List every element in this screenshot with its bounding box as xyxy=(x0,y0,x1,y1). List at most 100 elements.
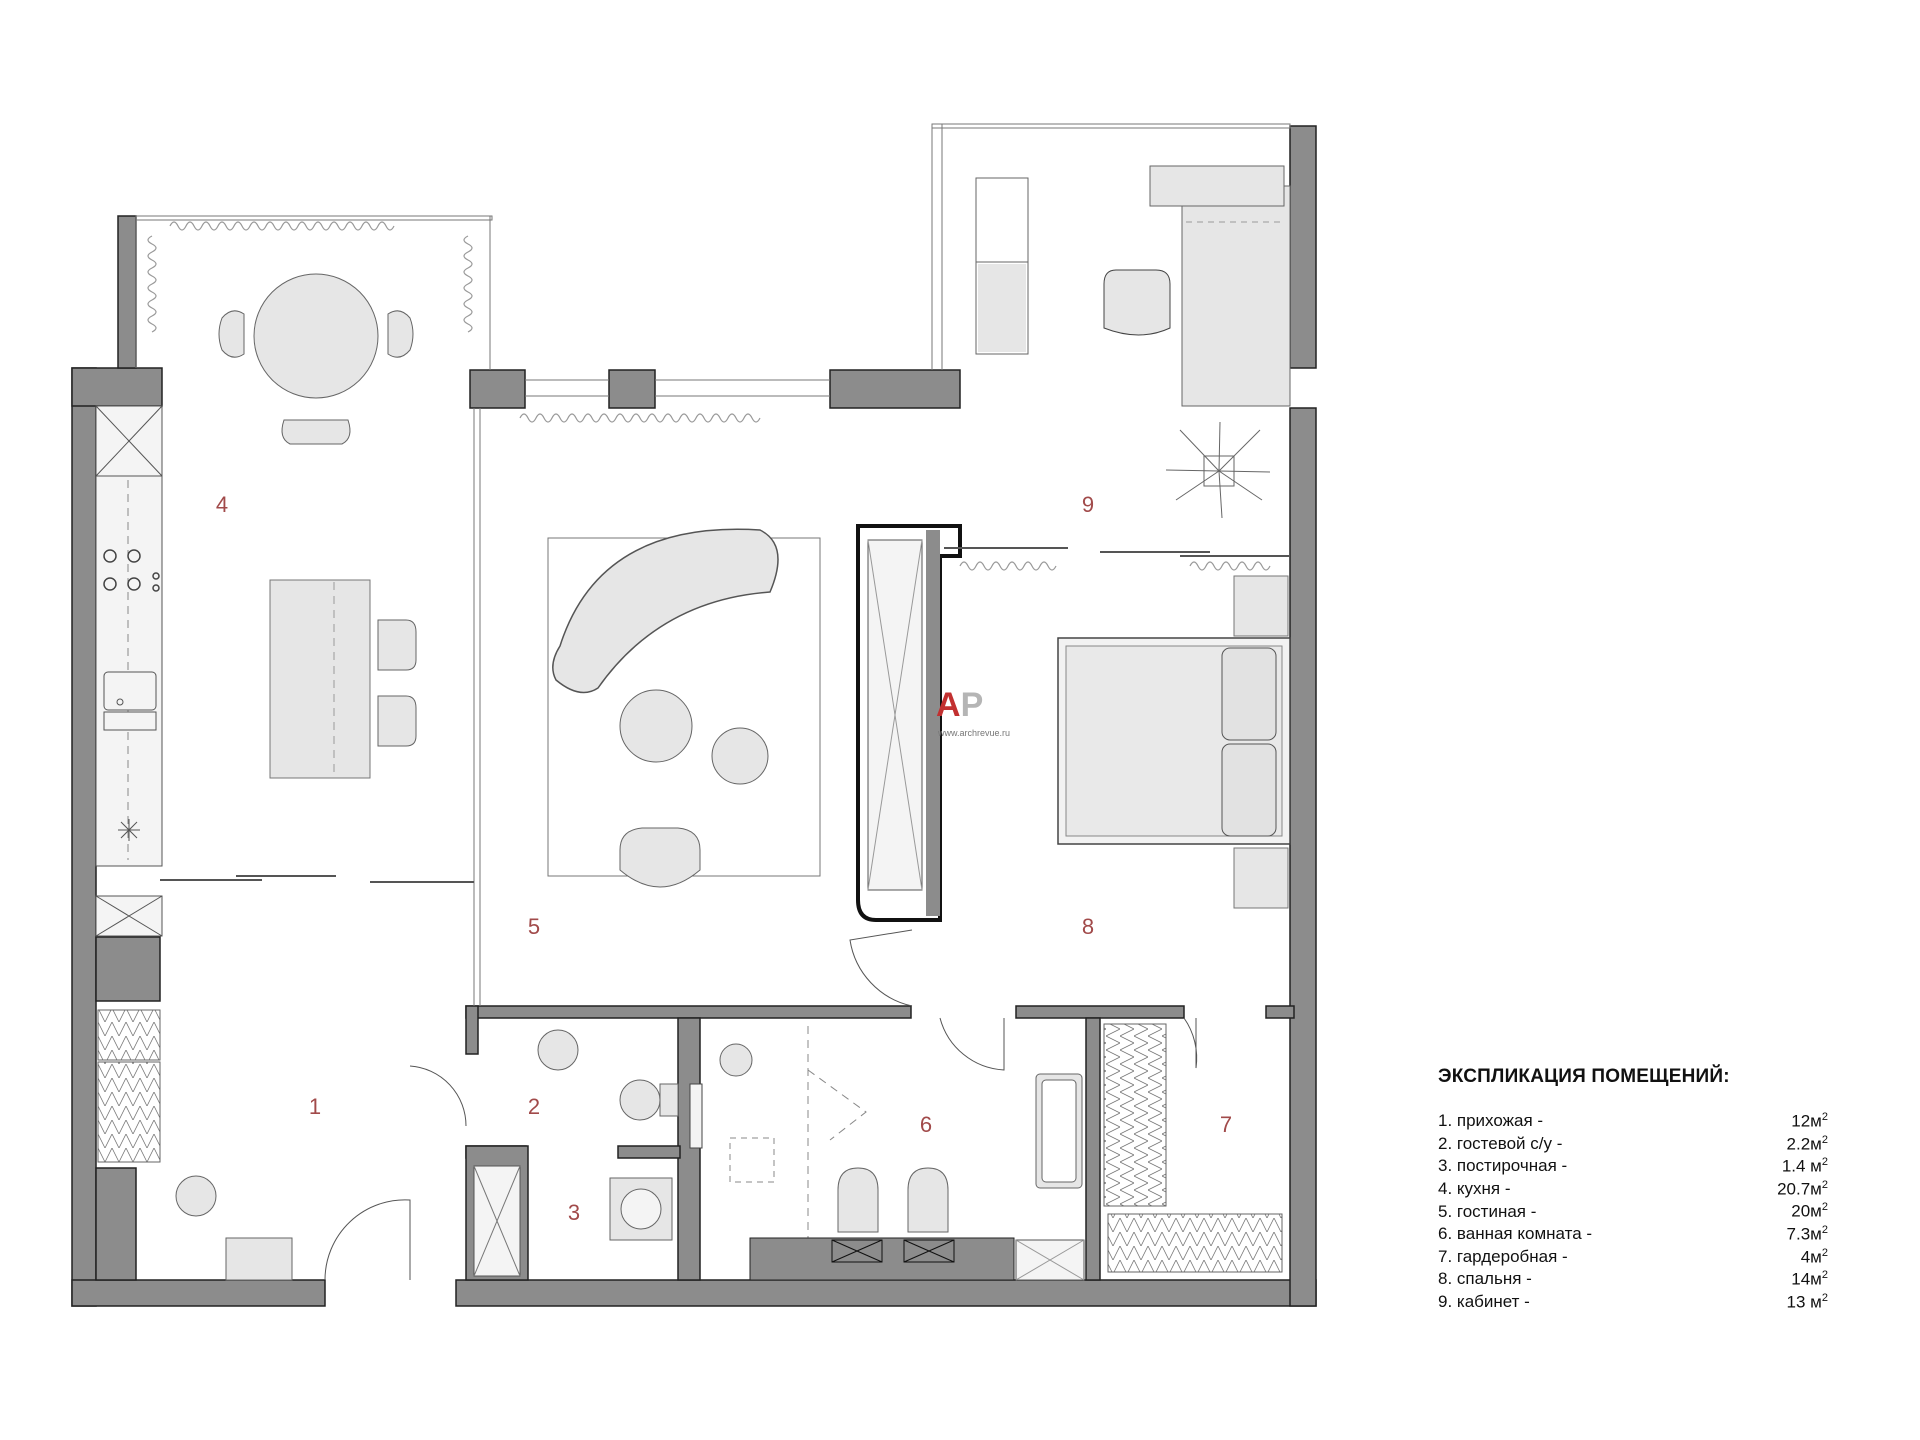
legend-area: 13 м2 xyxy=(1786,1291,1828,1312)
windows xyxy=(135,123,1291,1006)
room-number: 5 xyxy=(528,914,540,939)
wall-bath-right xyxy=(1085,1017,1101,1281)
curtains xyxy=(147,221,1271,571)
legend-row: 4. кухня - 20.7м2 xyxy=(1438,1178,1828,1201)
storage-unit xyxy=(849,524,962,1007)
wardrobe-rail xyxy=(1103,1023,1167,1207)
wall-left-top xyxy=(71,367,163,407)
pillow xyxy=(1221,743,1277,837)
bar-stool xyxy=(377,695,417,747)
wc-door xyxy=(409,1065,467,1127)
wc-laundry-fixtures xyxy=(473,1029,703,1277)
legend-area: 20м2 xyxy=(1791,1201,1828,1221)
wc-toilet xyxy=(619,1079,661,1121)
room-number: 3 xyxy=(568,1200,580,1225)
legend-row: 6. ванная комната - 7.3м2 xyxy=(1438,1223,1828,1246)
room-number: 4 xyxy=(216,492,228,517)
watermark-url: www.archrevue.ru xyxy=(938,728,1011,738)
wall-left xyxy=(71,367,97,1307)
office-chair xyxy=(1103,269,1171,336)
room-number: 6 xyxy=(920,1112,932,1137)
wall-wc-right xyxy=(677,1017,701,1281)
kitchen-counter xyxy=(95,405,163,867)
pouf xyxy=(175,1175,217,1217)
legend-area: 20.7м2 xyxy=(1777,1178,1828,1199)
wall-bottom-left xyxy=(71,1279,326,1307)
storage-door xyxy=(849,929,913,1007)
desk xyxy=(1181,185,1291,407)
dining-chair xyxy=(281,419,351,445)
cooktop-icon xyxy=(103,549,160,592)
room-number: 9 xyxy=(1082,492,1094,517)
legend-area: 2.2м2 xyxy=(1786,1133,1828,1154)
kitchen-furniture xyxy=(95,273,417,937)
kitchen-island xyxy=(269,579,371,779)
legend-label: 9. кабинет - xyxy=(1438,1292,1530,1312)
kitchen-sink xyxy=(103,671,157,711)
nightstand xyxy=(1233,575,1289,637)
legend-row: 1. прихожая - 12м2 xyxy=(1438,1110,1828,1133)
legend-label: 4. кухня - xyxy=(1438,1179,1511,1199)
legend-row: 8. спальня - 14м2 xyxy=(1438,1268,1828,1291)
logo-letter-p: P xyxy=(960,686,984,724)
bathroom-door xyxy=(939,1017,1005,1071)
legend-row: 3. постирочная - 1.4 м2 xyxy=(1438,1155,1828,1178)
legend-label: 6. ванная комната - xyxy=(1438,1224,1593,1244)
legend-area: 14м2 xyxy=(1791,1269,1828,1289)
legend-title: ЭКСПЛИКАЦИЯ ПОМЕЩЕНИЙ: xyxy=(1438,1066,1730,1087)
legend-label: 5. гостиная - xyxy=(1438,1201,1537,1221)
appliance-icon xyxy=(118,819,140,841)
bar-stool xyxy=(377,619,417,671)
wc-basin xyxy=(537,1029,579,1071)
logo-letter-a: A xyxy=(936,686,961,724)
legend-label: 2. гостевой с/у - xyxy=(1438,1133,1563,1153)
wall-entry-wedge xyxy=(95,1167,137,1281)
room-number: 7 xyxy=(1220,1112,1232,1137)
nightstand xyxy=(1233,847,1289,909)
legend-label: 7. гардеробная - xyxy=(1438,1246,1568,1266)
entry-furniture xyxy=(97,875,474,1281)
wall-wc-left xyxy=(465,1005,479,1055)
watermark-logo: AP www.archrevue.ru xyxy=(936,686,1010,738)
dining-chair xyxy=(218,310,245,358)
toilet xyxy=(907,1167,949,1233)
bathroom-fixtures xyxy=(719,1026,1085,1281)
legend-label: 1. прихожая - xyxy=(1438,1111,1544,1131)
coffee-table xyxy=(619,689,693,763)
bedroom-furniture xyxy=(939,547,1291,1071)
bath-basin xyxy=(719,1043,753,1077)
wardrobe-fixtures xyxy=(1103,1023,1283,1273)
console xyxy=(225,1237,293,1281)
wall-interior-3 xyxy=(1265,1005,1295,1019)
room-labels: 1 2 3 4 5 6 7 8 9 xyxy=(216,492,1232,1225)
wall-right-upper xyxy=(1289,125,1317,369)
legend-row: 2. гостевой с/у - 2.2м2 xyxy=(1438,1133,1828,1156)
wall-entry-block xyxy=(95,936,161,1002)
pillow xyxy=(1221,647,1277,741)
wall-bottom-right xyxy=(455,1279,1317,1307)
wardrobe-entry xyxy=(97,1061,161,1163)
dining-table xyxy=(253,273,379,399)
legend-area: 7.3м2 xyxy=(1786,1223,1828,1244)
legend-area: 12м2 xyxy=(1791,1110,1828,1131)
legend-area: 1.4 м2 xyxy=(1781,1156,1828,1176)
living-furniture xyxy=(547,528,821,888)
legend-area: 4м2 xyxy=(1800,1246,1828,1267)
room-number: 2 xyxy=(528,1094,540,1119)
room-number: 1 xyxy=(309,1094,321,1119)
curved-sofa xyxy=(552,528,779,694)
wall-interior-1 xyxy=(465,1005,912,1019)
study-furniture xyxy=(975,165,1291,519)
legend-label: 8. спальня - xyxy=(1438,1269,1532,1289)
legend-row: 5. гостиная - 20м2 xyxy=(1438,1200,1828,1223)
legend-row: 7. гардеробная - 4м2 xyxy=(1438,1246,1828,1269)
wall-pier-2 xyxy=(608,369,656,409)
legend-label: 3. постирочная - xyxy=(1438,1156,1568,1176)
wall-pier-3 xyxy=(829,369,961,409)
room-number: 8 xyxy=(1082,914,1094,939)
wall-right-lower xyxy=(1289,407,1317,1307)
wall-interior-2 xyxy=(1015,1005,1185,1019)
bidet xyxy=(837,1167,879,1233)
wardrobe-entry xyxy=(97,1009,161,1061)
